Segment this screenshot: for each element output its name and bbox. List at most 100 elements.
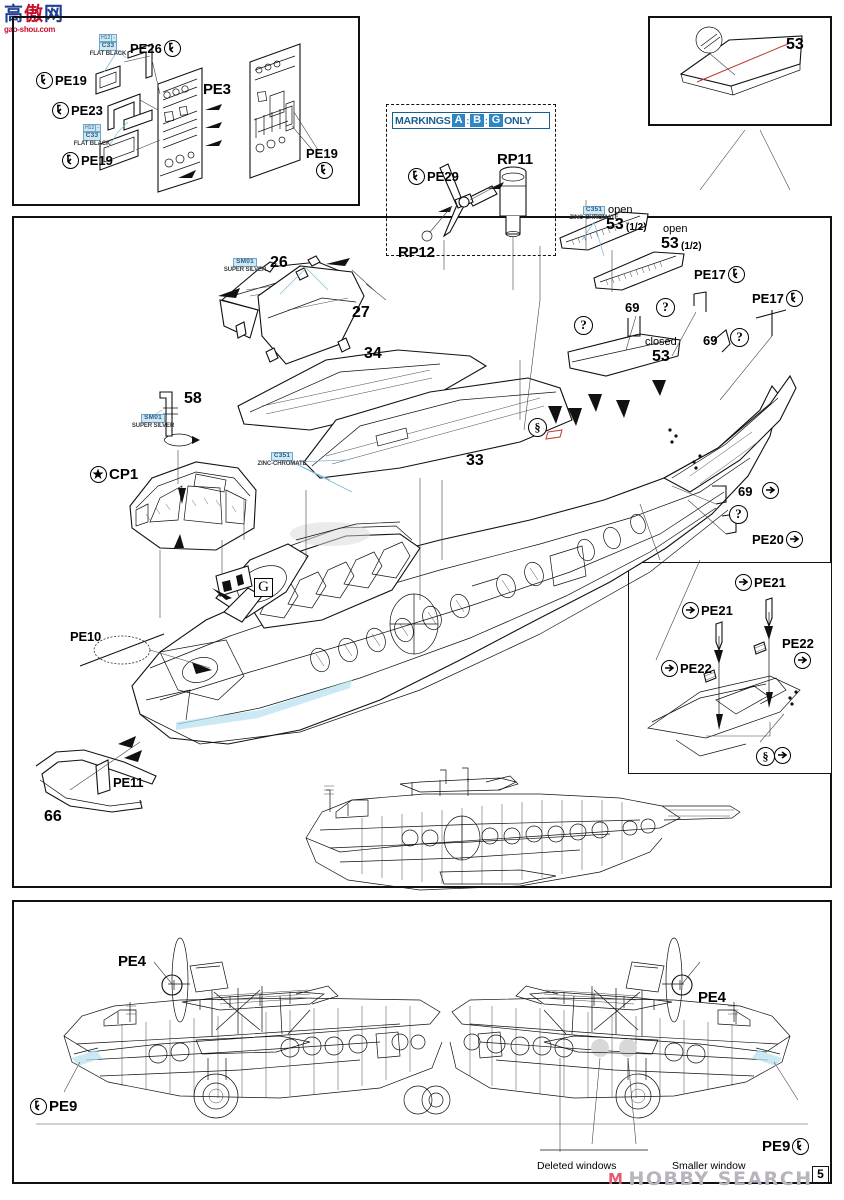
label-pe20: PE20 <box>752 531 803 548</box>
marking-sep: : <box>466 115 470 126</box>
paint-name: ZINC-CHROMATE <box>569 214 619 221</box>
label-pe23: PE23 <box>52 102 103 119</box>
label-pe22-a-text: PE22 <box>680 661 712 676</box>
label-pe9-left: PE9 <box>30 1098 77 1115</box>
markings-suffix: ONLY <box>504 114 532 127</box>
watermark-char-1: 高 <box>4 3 24 25</box>
panel-top-right-wing <box>648 16 832 126</box>
page-number: 5 <box>812 1166 829 1183</box>
qty-53-open-1: (1/2) <box>626 222 647 233</box>
label-pe17-b-text: PE17 <box>752 291 784 306</box>
label-pe9-right-text: PE9 <box>762 1138 791 1155</box>
panel-markings-only <box>386 104 556 256</box>
watermark-char-2: 傲 <box>24 3 44 25</box>
watermark-hobby-search: M HOBBY SEARCH <box>608 1168 813 1190</box>
marking-letter-g: G <box>488 114 504 127</box>
marking-sep: : <box>484 115 488 126</box>
panel-bottom-views <box>12 900 832 1184</box>
aircraft-right-view <box>403 937 799 1152</box>
paint-code: C33 <box>82 132 102 141</box>
hobby-search-mark: M <box>608 1170 625 1188</box>
paint-name: ZINC-CHROMATE <box>257 460 307 467</box>
bend-icon <box>62 152 79 169</box>
part-53-open-2 <box>593 251 685 291</box>
paint-chip: - <box>113 35 115 41</box>
label-pe19-b-text: PE19 <box>81 153 113 168</box>
paint-chip: H12 <box>85 125 97 131</box>
paint-code: C33 <box>98 42 118 51</box>
paint-code: SM01 <box>141 414 165 423</box>
aircraft-left-view <box>63 937 451 1119</box>
part-27 <box>218 258 387 365</box>
bend-icon <box>785 290 803 307</box>
label-pe10: PE10 <box>70 629 102 644</box>
paint-callout-zinc-chromate-1: C351 ZINC-CHROMATE <box>254 452 310 467</box>
part-number-27: 27 <box>352 304 370 321</box>
label-pe19-c-text: PE19 <box>306 146 338 161</box>
qty-53-open-2: (1/2) <box>681 241 702 252</box>
part-33 <box>303 377 573 479</box>
label-pe4-right: PE4 <box>698 989 726 1006</box>
part-66-pe11 <box>35 736 157 813</box>
paint-callout-flat-black-2: H12 - C33 FLAT BLACK <box>68 124 116 147</box>
part-number-58: 58 <box>184 390 202 407</box>
cement-icon: § <box>528 418 547 437</box>
label-pe20-text: PE20 <box>752 532 784 547</box>
label-pe22-b: PE22 <box>782 636 814 669</box>
label-pe19-a: PE19 <box>36 72 87 89</box>
panel-main-assembly <box>12 216 832 888</box>
label-pe17-a-text: PE17 <box>694 267 726 282</box>
attach-arrow-icon <box>794 652 811 669</box>
marking-letter-b: B <box>470 114 484 127</box>
pe10-ring <box>79 633 211 669</box>
annotation-deleted-windows: Deleted windows <box>537 1160 617 1172</box>
note-open-1: open <box>608 204 633 216</box>
part-53-open-1 <box>559 211 649 251</box>
part-number-26: 26 <box>270 254 288 271</box>
attach-arrow-icon <box>774 747 791 764</box>
label-pe19-c: PE19 <box>306 146 338 179</box>
label-pe21-a-text: PE21 <box>701 603 733 618</box>
paint-chip-row: H12 - <box>99 34 117 42</box>
annotation-smaller-window: Smaller window <box>672 1160 746 1172</box>
part-number-34: 34 <box>364 345 382 362</box>
paint-chip: H12 <box>101 35 113 41</box>
label-pe9-right: PE9 <box>762 1138 810 1155</box>
part-number-53-closed: 53 <box>652 348 670 365</box>
label-pe23-text: PE23 <box>71 103 103 118</box>
paint-code: C351 <box>270 452 294 461</box>
label-cp1: CP1 <box>90 466 138 483</box>
bend-icon <box>408 168 425 185</box>
part-number-69-a: 69 <box>625 300 640 315</box>
optional-part-icon: ? <box>656 298 675 317</box>
tail-section <box>662 374 797 493</box>
watermark-char-3: 网 <box>44 3 64 25</box>
paint-code: SM01 <box>233 258 257 267</box>
bend-icon <box>36 72 53 89</box>
label-pe3: PE3 <box>203 81 231 98</box>
panel-top-left-interior <box>12 16 360 206</box>
part-number-69-c: 69 <box>738 484 753 499</box>
optional-part-icon: ? <box>574 316 593 335</box>
paint-callout-flat-black-1: H12 - C33 FLAT BLACK <box>84 34 132 57</box>
markings-banner: MARKINGS A : B : G ONLY <box>392 112 550 129</box>
label-rp12: RP12 <box>398 244 435 261</box>
bend-icon <box>792 1138 810 1155</box>
part-number-53-open-2: 53 <box>661 235 679 252</box>
optional-part-icon: ? <box>730 328 749 347</box>
label-pe26-text: PE26 <box>130 41 162 56</box>
paint-chip-row: H12 - <box>83 124 101 132</box>
label-pe26: PE26 <box>130 40 181 57</box>
paint-name: FLAT BLACK <box>73 140 111 147</box>
attach-arrow-icon <box>661 660 678 677</box>
part-cp1-canopy <box>129 450 257 618</box>
paint-chip: - <box>97 125 99 131</box>
attach-arrow-icon <box>735 574 752 591</box>
detail-box-art <box>647 597 801 757</box>
label-pe17-a: PE17 <box>694 266 745 283</box>
marking-letter-a: A <box>451 114 466 127</box>
paint-name: SUPER SILVER <box>223 266 267 273</box>
label-pe29-text: PE29 <box>427 169 459 184</box>
